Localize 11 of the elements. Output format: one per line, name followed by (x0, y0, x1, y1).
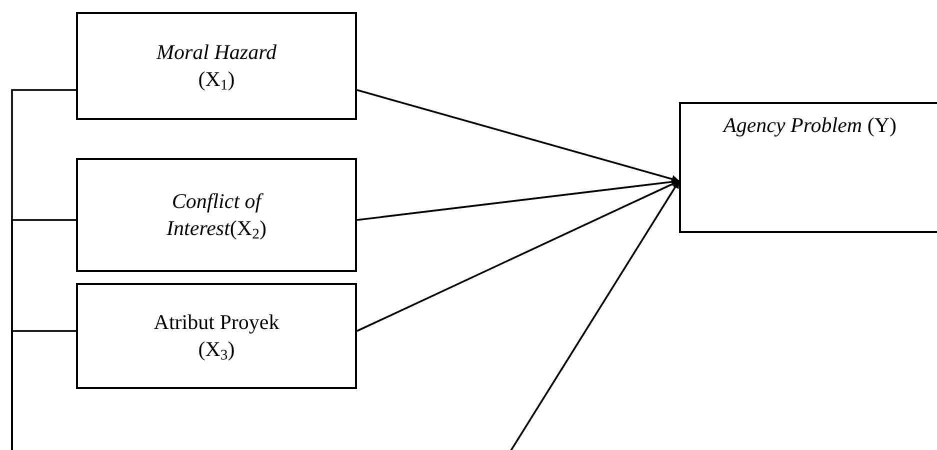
arrow (356, 89, 680, 183)
variable-box (76, 12, 357, 120)
variable-label: Conflict of Interest(X$_{2}$) (166, 188, 268, 242)
variable-label: Moral Hazard (X$_{1}$) (155, 38, 278, 94)
connector-line (11, 330, 76, 450)
arrow (509, 180, 680, 450)
variable-label: Atribut Proyek (X$_{3}$) (152, 308, 280, 364)
variable-box (76, 158, 357, 272)
variable-label: Agency Problem (Y) (724, 112, 896, 139)
variable-box (76, 283, 357, 389)
variable-box (679, 102, 937, 233)
